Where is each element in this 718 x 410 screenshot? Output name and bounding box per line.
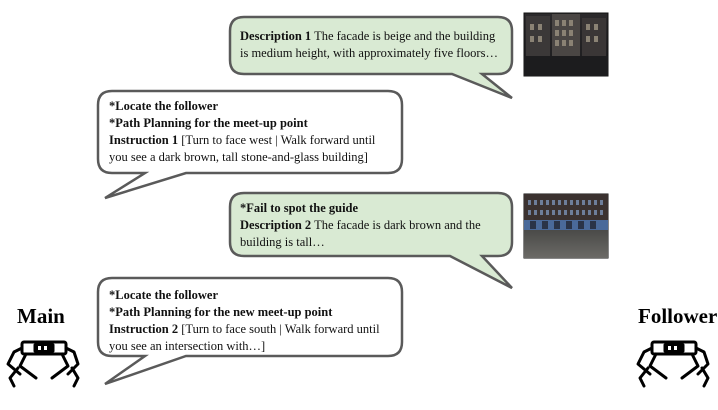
main-robot-icon (6, 340, 80, 388)
bubble-line: is medium height, with approximately fiv… (240, 46, 498, 60)
bubble-line: *Path Planning for the new meet-up point (109, 305, 333, 319)
bubble-line: Description 2 The facade is dark brown a… (240, 218, 481, 232)
bubble-text-4: *Locate the follower *Path Planning for … (109, 287, 399, 355)
bubble-text-1: Description 1 The facade is beige and th… (240, 28, 508, 62)
bubble-text-2: *Locate the follower *Path Planning for … (109, 98, 399, 166)
bubble-line: Description 1 The facade is beige and th… (240, 29, 496, 43)
bubble-line: *Fail to spot the guide (240, 201, 359, 215)
bubble-text-3: *Fail to spot the guide Description 2 Th… (240, 200, 508, 251)
follower-bubble-2 (228, 191, 514, 290)
bubble-line: *Path Planning for the meet-up point (109, 116, 308, 130)
main-bubble-1 (96, 89, 404, 200)
follower-bubble-1 (228, 15, 514, 100)
street-view-photo-2 (523, 193, 609, 259)
follower-robot-icon (636, 340, 710, 388)
bubble-line: *Locate the follower (109, 99, 218, 113)
bubble-line: you see an intersection with…] (109, 339, 266, 353)
follower-agent-label: Follower (638, 304, 718, 328)
street-view-photo-1 (523, 12, 609, 77)
bubble-line: building is tall… (240, 235, 325, 249)
main-agent-label: Main (17, 304, 65, 328)
bubble-line: Instruction 2 [Turn to face south | Walk… (109, 322, 380, 336)
bubble-line: Instruction 1 [Turn to face west | Walk … (109, 133, 376, 147)
bubble-line: you see a dark brown, tall stone-and-gla… (109, 150, 368, 164)
bubble-line: *Locate the follower (109, 288, 218, 302)
main-bubble-2 (96, 276, 404, 386)
